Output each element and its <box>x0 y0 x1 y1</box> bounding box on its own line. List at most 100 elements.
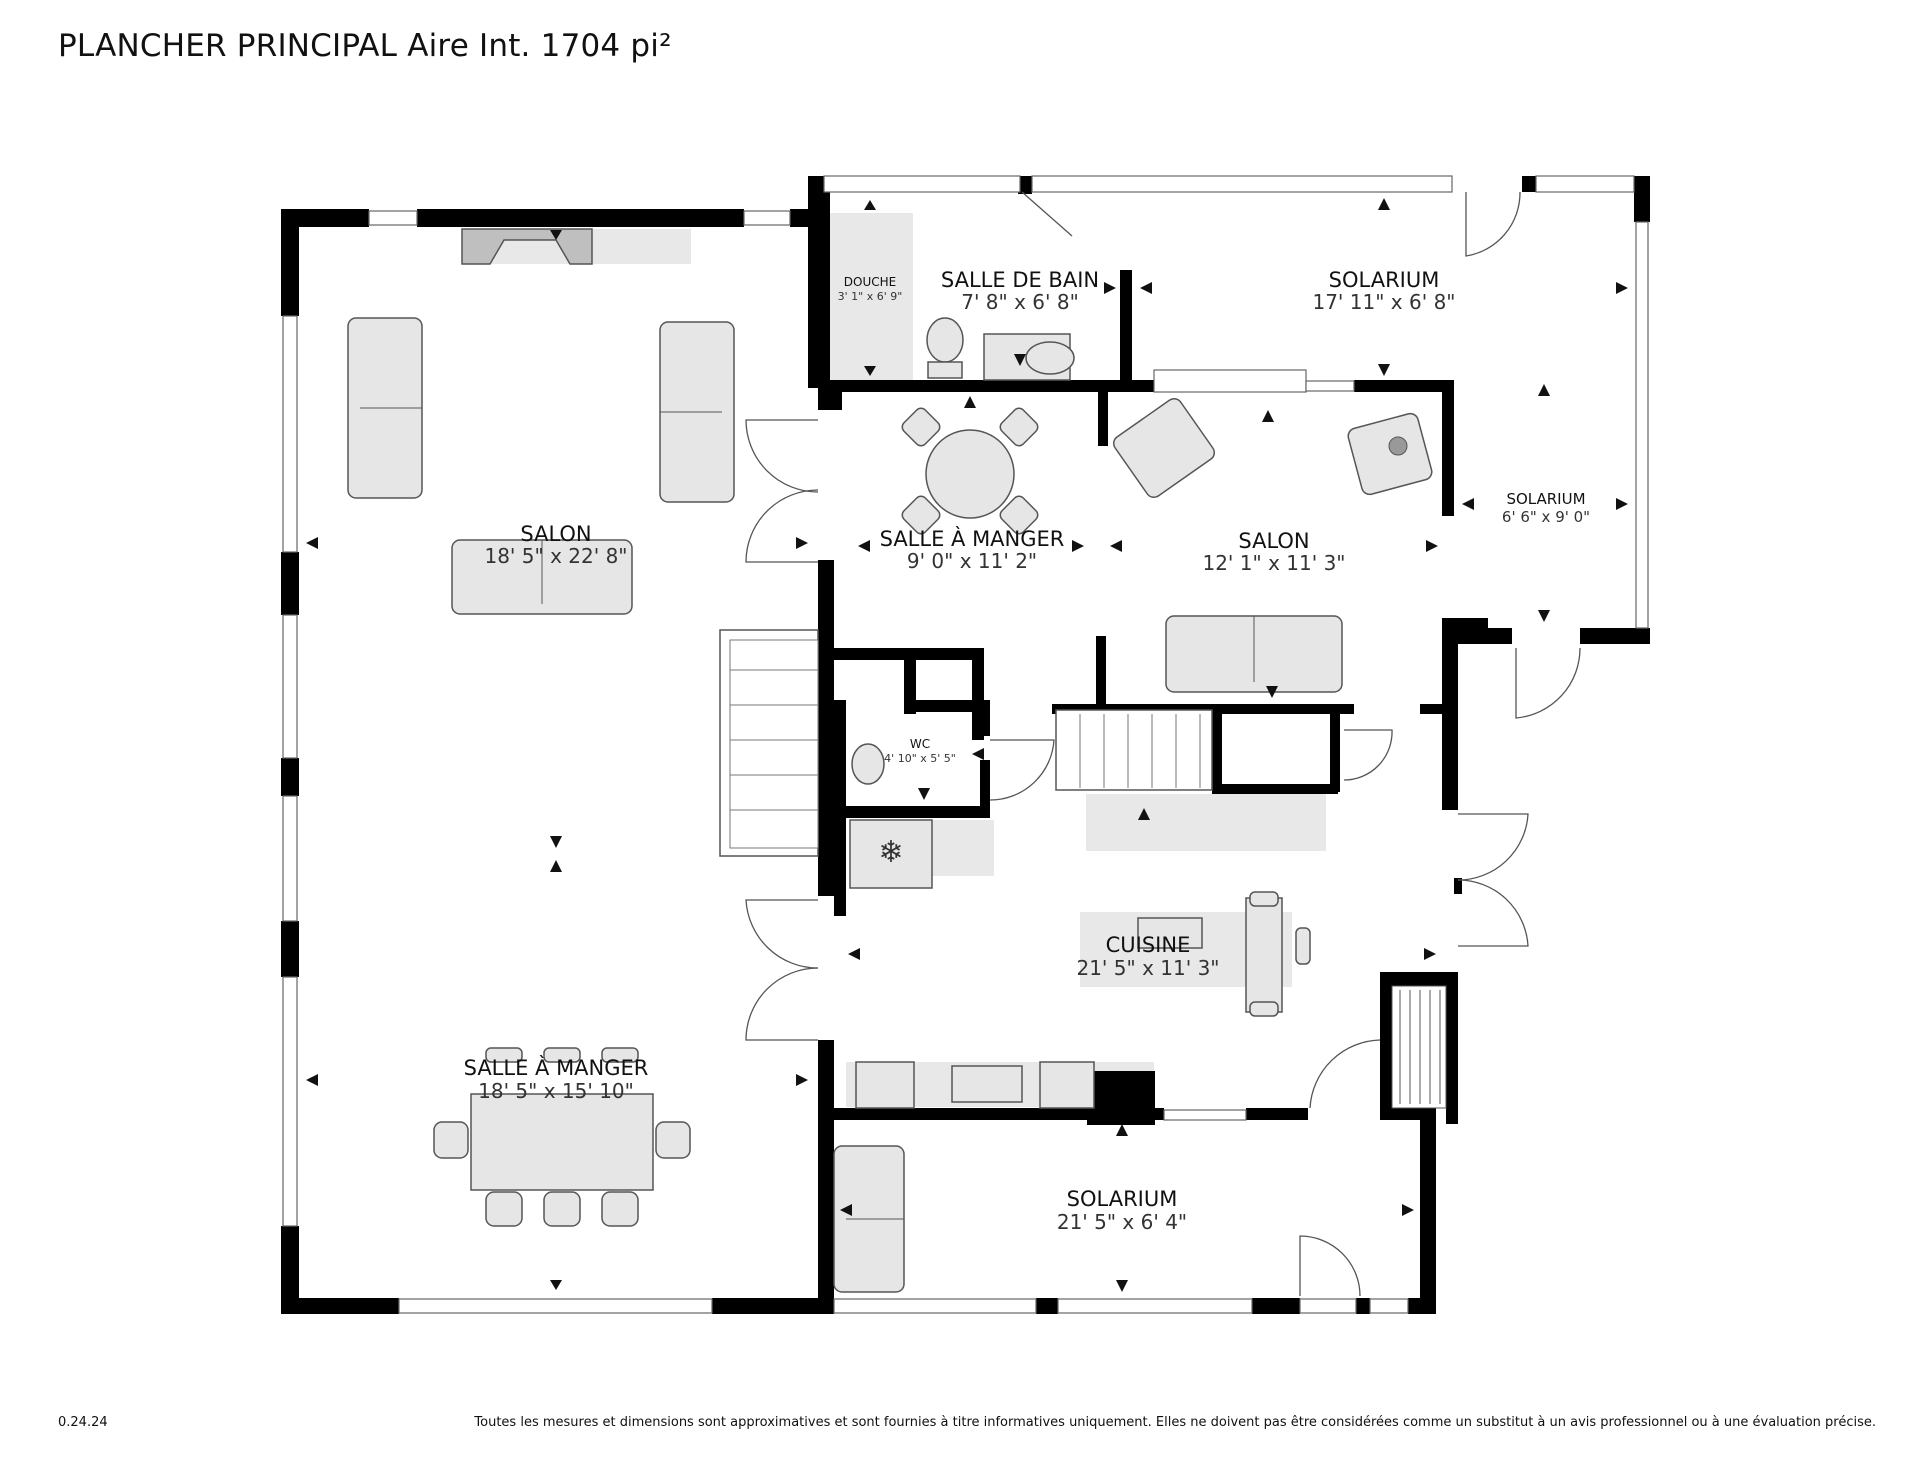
wall-segment <box>1052 704 1354 714</box>
arrow-icon <box>1402 1204 1414 1216</box>
wall-segment <box>1454 878 1462 894</box>
wall-segment <box>1098 380 1108 446</box>
window <box>398 1298 713 1314</box>
door-swing <box>1343 729 1393 781</box>
stair-landing <box>1086 794 1326 851</box>
wall-segment <box>904 656 916 714</box>
arrow-icon <box>1378 364 1390 376</box>
wall-segment <box>281 1298 399 1314</box>
armchair <box>1112 397 1216 499</box>
arrow-icon <box>858 540 870 552</box>
chair <box>485 1191 523 1227</box>
wall-segment <box>1442 618 1458 810</box>
door-swing <box>1299 1235 1361 1297</box>
wall-segment <box>818 390 842 410</box>
room-dimensions: 17' 11" x 6' 8" <box>1312 290 1455 314</box>
arrow-icon <box>550 836 562 848</box>
kitchen-sink <box>1137 917 1203 949</box>
arrow-icon <box>1104 282 1116 294</box>
arrow-icon <box>550 230 562 240</box>
arrow-icon <box>1426 540 1438 552</box>
arrow-icon <box>1014 354 1026 366</box>
room-dimensions: 4' 10" x 5' 5" <box>884 752 956 765</box>
arrow-icon <box>306 537 318 549</box>
room-name: CUISINE <box>1106 933 1191 957</box>
wall-segment <box>712 1298 824 1314</box>
chair <box>433 1121 469 1159</box>
room-dimensions: 12' 1" x 11' 3" <box>1202 551 1345 575</box>
door-swing <box>1309 1039 1381 1109</box>
window <box>1305 380 1355 392</box>
room-dimensions: 3' 1" x 6' 9" <box>838 290 903 303</box>
window <box>368 210 418 226</box>
wall-segment <box>818 560 834 896</box>
wall-segment <box>281 209 369 227</box>
room-dimensions: 7' 8" x 6' 8" <box>961 290 1079 314</box>
wall-segment <box>1246 1108 1308 1120</box>
room-name: SOLARIUM <box>1067 1187 1178 1211</box>
chair <box>601 1047 639 1063</box>
wall-segment <box>834 806 984 818</box>
stairs-center <box>1055 709 1213 791</box>
windows <box>282 175 1649 1314</box>
room-dimensions: 21' 5" x 6' 4" <box>1057 1210 1187 1234</box>
toilet <box>926 317 964 363</box>
wall-segment <box>818 176 830 386</box>
arrow-icon <box>550 860 562 872</box>
wall-segment <box>1408 1298 1436 1314</box>
window <box>282 614 298 759</box>
stool <box>1249 1001 1279 1017</box>
wall-segment <box>281 758 299 796</box>
wall-segment <box>1330 712 1340 792</box>
dining-table <box>470 1093 654 1191</box>
room-name: SALLE À MANGER <box>464 1055 649 1080</box>
counter-cabinet <box>1039 1061 1095 1109</box>
wall-segment <box>1212 784 1338 794</box>
room-dimensions: 18' 5" x 15' 10" <box>478 1079 634 1103</box>
double-sink <box>951 1065 1023 1103</box>
window <box>1057 1298 1253 1314</box>
room-name: SALON <box>1238 529 1309 553</box>
room-name: SOLARIUM <box>1506 490 1585 508</box>
wall-segment <box>818 1040 834 1314</box>
chair <box>655 1121 691 1159</box>
arrow-icon <box>1462 498 1474 510</box>
wall-segment <box>1356 1298 1370 1314</box>
arrow-icon <box>1116 1124 1128 1136</box>
arrow-icon <box>1378 198 1390 210</box>
room-name: SOLARIUM <box>1329 268 1440 292</box>
chair <box>901 495 941 535</box>
arrow-icon <box>796 1074 808 1086</box>
arrow-icon <box>864 366 876 376</box>
chair <box>485 1047 523 1063</box>
door-swing <box>989 739 1055 801</box>
wall-segment <box>1522 176 1536 192</box>
room-name: WC <box>910 737 930 751</box>
arrow-icon <box>864 200 876 210</box>
wall-segment <box>818 380 1258 392</box>
toilet-tank <box>927 361 963 379</box>
wall-segment <box>980 760 990 818</box>
doors <box>745 191 1581 1297</box>
sink <box>1025 341 1075 375</box>
wall-segment <box>1442 380 1454 516</box>
room-labels: SALON 18' 5" x 22' 8" SALLE À MANGER 18'… <box>464 268 1590 1234</box>
arrow-icon <box>306 1074 318 1086</box>
window <box>1031 175 1453 193</box>
door-swing <box>1457 879 1529 947</box>
arrow-icon <box>1266 686 1278 698</box>
room-dimensions: 18' 5" x 22' 8" <box>484 544 627 568</box>
wall-segment <box>904 700 976 712</box>
arrow-icon <box>1110 540 1122 552</box>
arrow-icon <box>796 537 808 549</box>
window <box>1535 175 1635 193</box>
door-swing <box>1021 191 1073 237</box>
window <box>1153 369 1307 393</box>
window <box>282 795 298 922</box>
furniture: ❄ <box>347 228 1433 1293</box>
side-table <box>1347 412 1433 496</box>
round-table <box>925 429 1015 519</box>
room-dimensions: 9' 0" x 11' 2" <box>907 549 1037 573</box>
wall-segment <box>1120 270 1132 388</box>
